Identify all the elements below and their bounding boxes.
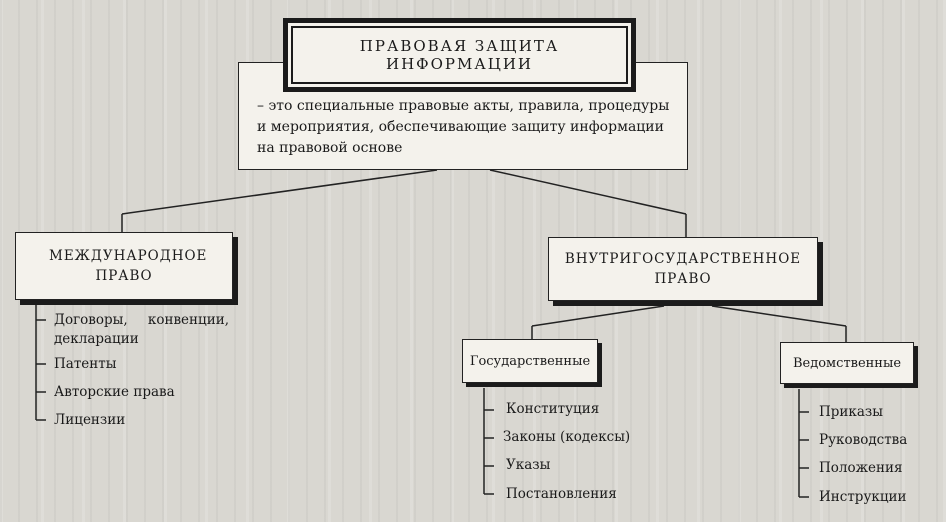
departmental-acts-box: Ведомственные bbox=[780, 342, 914, 384]
international-law-box: МЕЖДУНАРОДНОЕ ПРАВО bbox=[15, 232, 233, 300]
list-item: Инструкции bbox=[819, 489, 907, 505]
diagram-title: ПРАВОВАЯ ЗАЩИТА ИНФОРМАЦИИ bbox=[359, 37, 560, 73]
definition-text: – это специальные правовые акты, правила… bbox=[257, 98, 670, 156]
domestic-law-box: ВНУТРИГОСУДАРСТВЕННОЕ ПРАВО bbox=[548, 237, 818, 301]
list-item: Лицензии bbox=[54, 412, 126, 428]
domestic-law-label: ВНУТРИГОСУДАРСТВЕННОЕ ПРАВО bbox=[564, 251, 802, 287]
departmental-acts-label: Ведомственные bbox=[792, 355, 902, 371]
international-law-label: МЕЖДУНАРОДНОЕ ПРАВО bbox=[49, 248, 208, 284]
list-item: Авторские права bbox=[54, 384, 175, 400]
title-box: ПРАВОВАЯ ЗАЩИТА ИНФОРМАЦИИ bbox=[283, 18, 636, 92]
list-item: Приказы bbox=[819, 404, 884, 420]
list-item: Законы (кодексы) bbox=[503, 429, 631, 445]
list-item: Указы bbox=[506, 457, 551, 473]
list-item: Положения bbox=[819, 460, 903, 476]
list-item: Постановления bbox=[506, 486, 617, 502]
list-item: Конституция bbox=[506, 401, 600, 417]
list-item: Руководства bbox=[819, 432, 908, 448]
list-item: Договоры, конвенции, декларации bbox=[54, 312, 229, 347]
list-item: Патенты bbox=[54, 356, 117, 372]
state-acts-label: Государственные bbox=[469, 353, 591, 369]
state-acts-box: Государственные bbox=[462, 339, 598, 383]
